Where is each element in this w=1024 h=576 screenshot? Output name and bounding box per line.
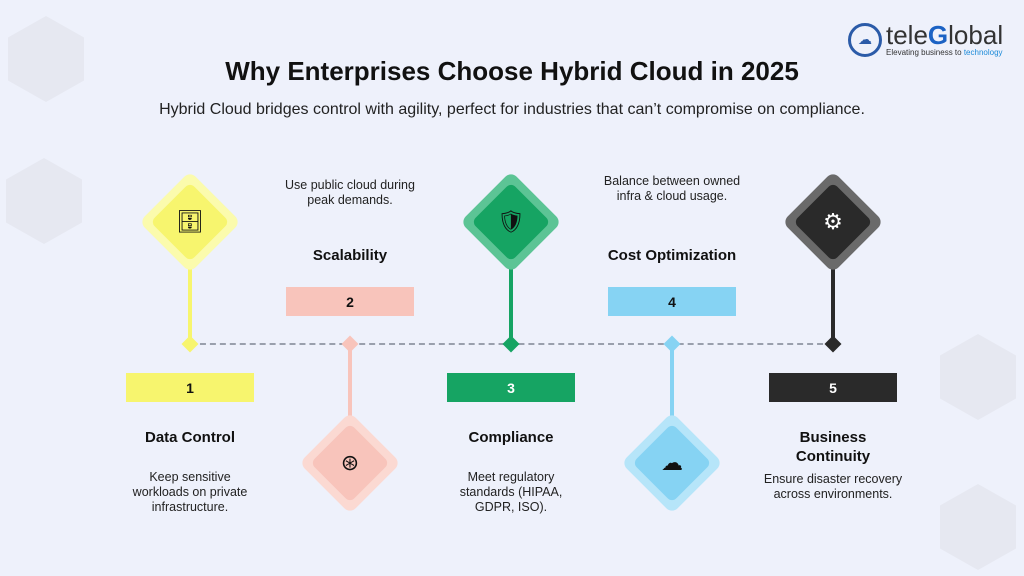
step-title: Scalability [312, 247, 388, 264]
step-title: Business Continuity [795, 429, 871, 465]
step-description: Meet regulatory standards (HIPAA, GDPR, … [459, 470, 563, 514]
step-title: Compliance [468, 429, 554, 446]
step-description: Ensure disaster recovery across environm… [763, 472, 903, 501]
step-number-box: 4 [608, 287, 736, 316]
gear-cycle-icon: ⚙ [823, 209, 843, 234]
step-number-box: 2 [286, 287, 414, 316]
page-subtitle: Hybrid Cloud bridges control with agilit… [159, 101, 865, 118]
connector-stem [509, 262, 513, 344]
logo-globe-icon: ☁ [848, 22, 882, 57]
step-description: Use public cloud during peak demands. [285, 178, 415, 207]
connector-stem [670, 344, 674, 426]
timeline-node [824, 335, 842, 353]
network-hub-icon: ⊛ [340, 450, 360, 475]
decor-hexagon [6, 158, 82, 244]
step-number-box: 5 [769, 373, 897, 402]
shield-icon: 🛡 [497, 209, 525, 234]
step-title: Data Control [145, 429, 235, 446]
step-description: Balance between owned infra & cloud usag… [603, 174, 741, 203]
teleglobal-logo: ☁ teleGlobal Elevating business to techn… [848, 22, 1003, 57]
cloud-dollar-icon: ☁ [661, 450, 683, 475]
step-title: Cost Optimization [607, 247, 737, 264]
step-number-box: 1 [126, 373, 254, 402]
step-number-box: 3 [447, 373, 575, 402]
step-description: Keep sensitive workloads on private infr… [132, 470, 248, 514]
database-icon: 🗄 [176, 209, 204, 234]
connector-stem [348, 344, 352, 426]
decor-hexagon [940, 484, 1016, 570]
page-title: Why Enterprises Choose Hybrid Cloud in 2… [225, 56, 799, 86]
connector-stem [188, 262, 192, 344]
timeline-node [341, 335, 359, 353]
connector-stem [831, 262, 835, 344]
timeline-node [181, 335, 199, 353]
timeline-node [663, 335, 681, 353]
decor-hexagon [940, 334, 1016, 420]
timeline-node [502, 335, 520, 353]
